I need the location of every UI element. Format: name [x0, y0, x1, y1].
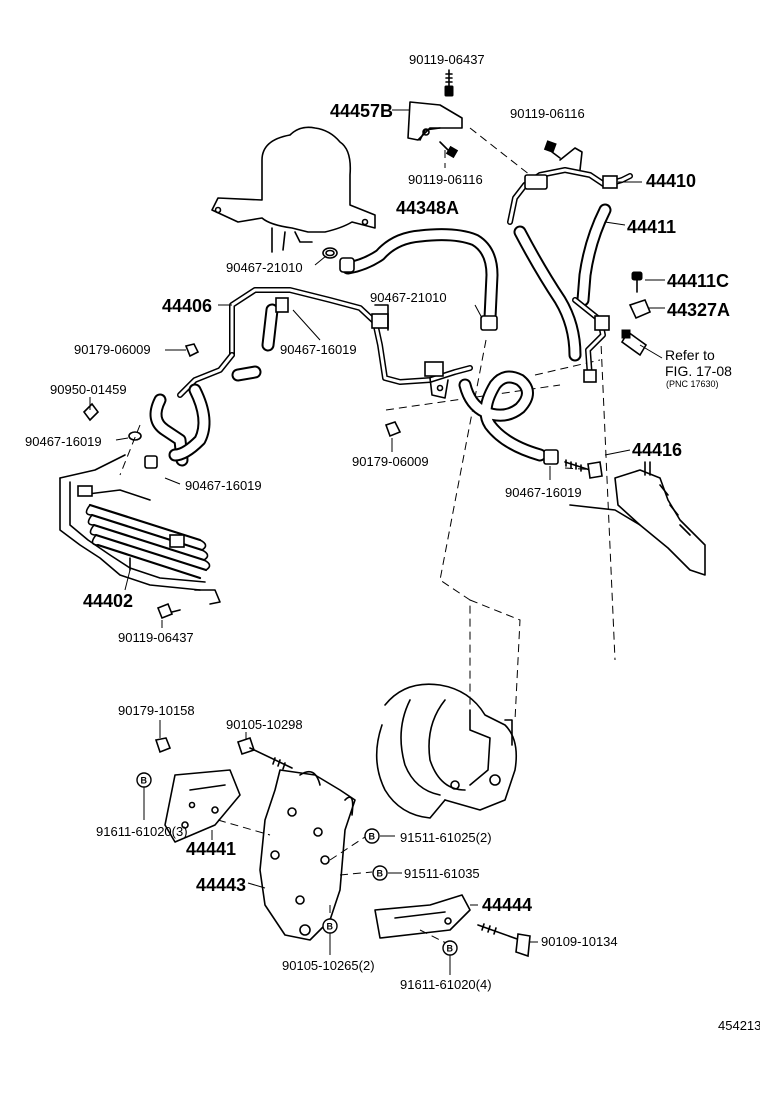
clamp-90467-21010-b	[480, 315, 498, 331]
svg-text:B: B	[141, 776, 148, 786]
label-90109-10134: 90109-10134	[541, 934, 618, 949]
pump-hose-loop	[458, 370, 547, 462]
pressure-tube-44410	[507, 147, 633, 225]
bolt-90119-06116-b	[543, 140, 561, 159]
cooler-hoses	[128, 365, 262, 469]
label-44411: 44411	[627, 217, 676, 237]
bolt-90105-10298	[236, 736, 293, 770]
clamp-90467-16019-right	[543, 449, 559, 465]
marker-b-91611-61020-4: B	[442, 940, 458, 956]
fitting-44411c	[631, 271, 643, 293]
label-90105-10298: 90105-10298	[226, 717, 303, 732]
bracket-44457b	[407, 101, 463, 141]
clip-90950-01459	[82, 402, 100, 422]
label-90467-21010-a: 90467-21010	[226, 260, 303, 275]
nut-90179-06009-a	[184, 343, 200, 358]
vane-pump	[375, 683, 518, 819]
short-hose-upper	[261, 297, 289, 352]
label-90105-10265-2: 90105-10265(2)	[282, 958, 375, 973]
leader-lines	[89, 109, 665, 975]
label-44441: 44441	[186, 839, 236, 859]
label-44411c: 44411C	[667, 271, 729, 291]
bolt-90119-06437-top	[444, 69, 454, 97]
label-91611-61020-4: 91611-61020(4)	[400, 977, 492, 992]
pressure-sensor	[620, 329, 648, 357]
label-90950-01459: 90950-01459	[50, 382, 127, 397]
label-44416: 44416	[632, 440, 682, 460]
label-90119-06116-a: 90119-06116	[408, 172, 483, 187]
nut-90179-06009-b	[384, 421, 402, 438]
nut-90179-10158	[154, 737, 172, 754]
svg-text:B: B	[369, 832, 376, 842]
label-90179-06009-b: 90179-06009	[352, 454, 429, 469]
marker-b-91611-61020-3: B	[136, 772, 152, 788]
figure-id: 454213	[718, 1018, 760, 1033]
label-44327a: 44327A	[667, 300, 730, 320]
reservoir-tank	[211, 126, 376, 253]
label-90467-16019-d: 90467-16019	[505, 485, 582, 500]
steering-gear-housing	[569, 461, 706, 576]
refer-line-1: Refer to	[665, 347, 715, 363]
label-90467-21010-b: 90467-21010	[370, 290, 447, 305]
label-90119-06116-b: 90119-06116	[510, 106, 585, 121]
bolt-90109-10134	[477, 923, 531, 958]
label-91511-61035: 91511-61035	[404, 866, 480, 881]
b-markers: B B B B B	[136, 772, 458, 956]
clip-44327a	[628, 299, 652, 320]
cooler-fins	[85, 503, 211, 580]
bracket-44444	[374, 894, 471, 939]
return-hose-44411	[513, 203, 612, 383]
bolt-90119-06437-bottom	[156, 602, 181, 620]
supply-hose-44348a	[339, 228, 499, 325]
marker-b-90105-10265: B	[322, 918, 338, 934]
label-91611-61020-3: 91611-61020(3)	[96, 824, 188, 839]
alignment-lines	[119, 127, 616, 946]
label-91511-61025-2: 91511-61025(2)	[400, 830, 492, 845]
label-44444: 44444	[482, 895, 532, 915]
label-90467-16019-a: 90467-16019	[280, 342, 357, 357]
marker-b-91511-61025: B	[364, 828, 380, 844]
union-bolt-44416	[564, 459, 603, 479]
label-90119-06437-top: 90119-06437	[409, 52, 485, 67]
label-44348a: 44348A	[396, 198, 459, 218]
marker-b-91511-61035: B	[372, 865, 388, 881]
label-90179-10158: 90179-10158	[118, 703, 195, 718]
label-44443: 44443	[196, 875, 246, 895]
label-44457b: 44457B	[330, 101, 393, 121]
label-90467-16019-c: 90467-16019	[185, 478, 262, 493]
bracket-44441	[164, 769, 241, 843]
label-90467-16019-b: 90467-16019	[25, 434, 102, 449]
label-90179-06009-a: 90179-06009	[74, 342, 151, 357]
svg-text:B: B	[377, 869, 384, 879]
clamp-90467-21010-a	[322, 247, 338, 259]
svg-text:B: B	[447, 944, 454, 954]
svg-text:B: B	[327, 922, 334, 932]
label-44402: 44402	[83, 591, 133, 611]
label-44410: 44410	[646, 171, 696, 191]
refer-line-3: (PNC 17630)	[666, 379, 719, 389]
bracket-44443	[259, 769, 356, 941]
label-44406: 44406	[162, 296, 212, 316]
return-tube-44406	[177, 287, 473, 399]
label-90119-06437-bottom: 90119-06437	[118, 630, 194, 645]
part-labels: 90119-06437 44457B 90119-06116 90119-061…	[25, 52, 760, 1033]
bolt-90119-06116-a	[439, 141, 459, 159]
refer-line-2: FIG. 17-08	[665, 363, 732, 379]
oil-cooler-44402	[59, 454, 221, 605]
